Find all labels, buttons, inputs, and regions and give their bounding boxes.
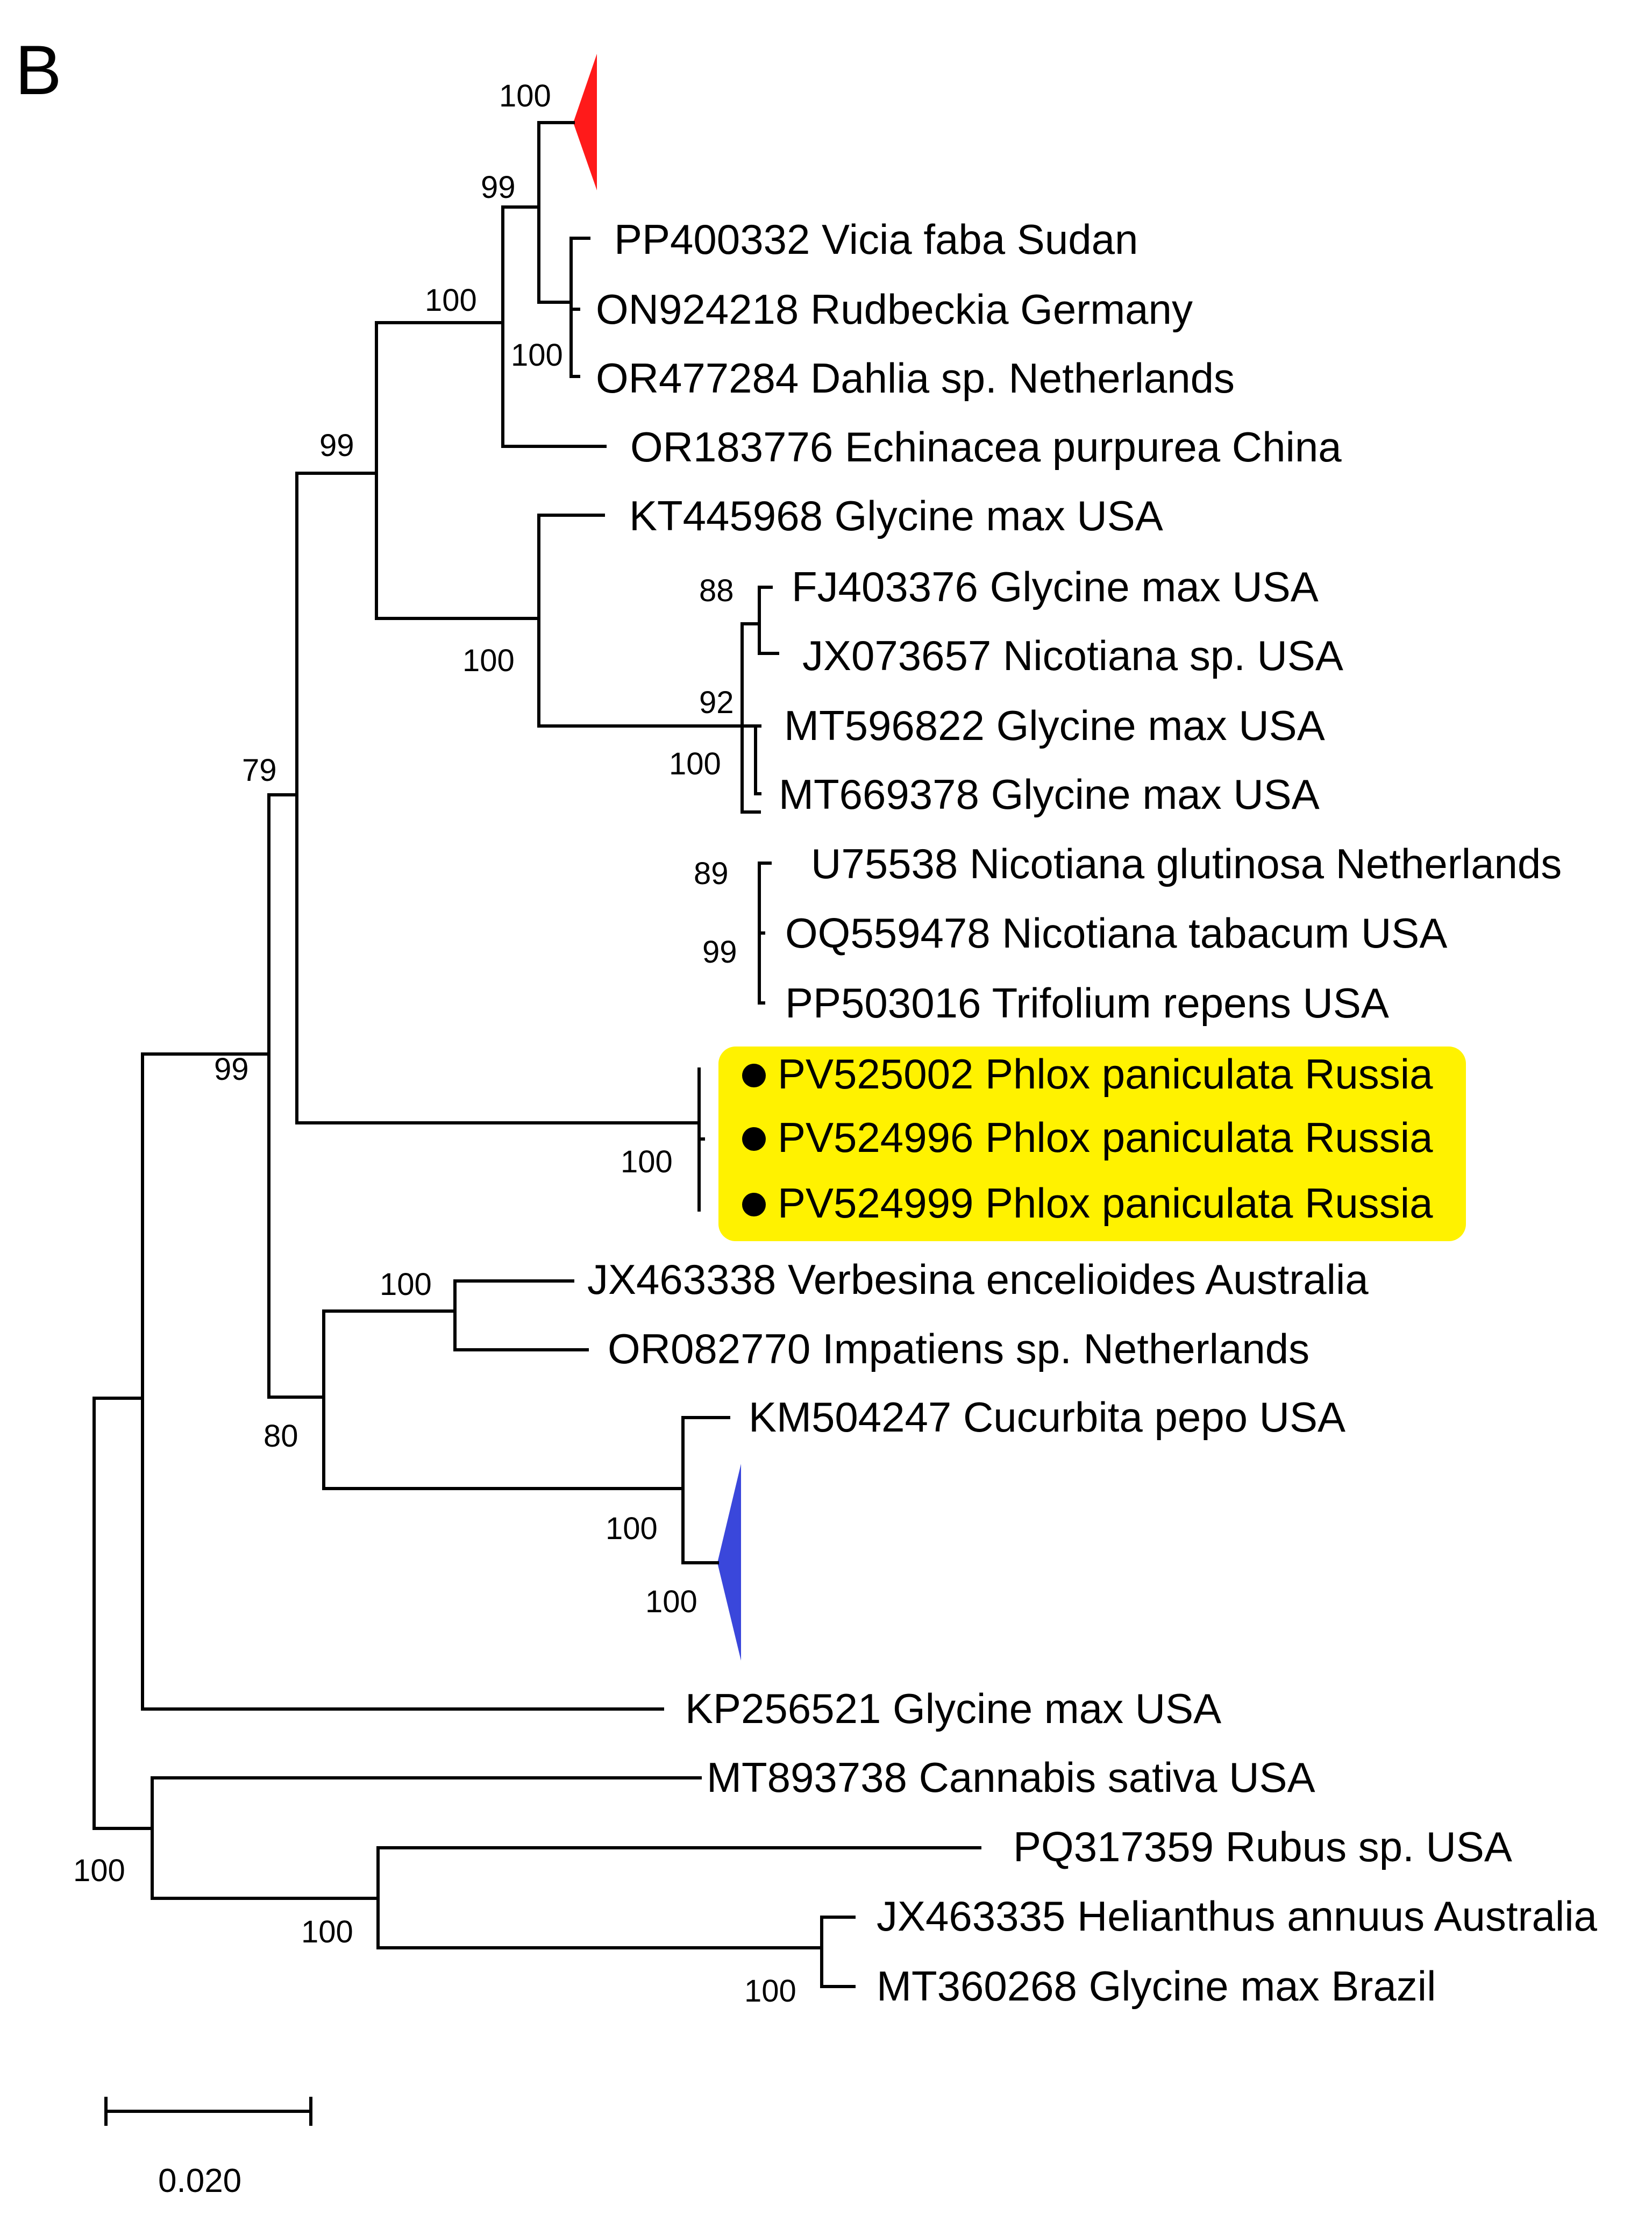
bootstrap-value: 79: [242, 753, 277, 788]
taxon-labels: PP400332 Vicia faba Sudan ON924218 Rudbe…: [587, 216, 1598, 2010]
highlight-box: [718, 1047, 1466, 1241]
bootstrap-value: 92: [699, 685, 734, 720]
taxon-label: OQ559478 Nicotiana tabacum USA: [785, 909, 1447, 957]
bootstrap-value: 88: [699, 573, 734, 608]
bootstrap-value: 100: [73, 1853, 125, 1888]
taxon-label: PP400332 Vicia faba Sudan: [614, 216, 1138, 263]
panel-label: B: [15, 31, 62, 109]
taxon-label-highlighted: PV524999 Phlox paniculata Russia: [778, 1179, 1433, 1227]
taxon-label: OR183776 Echinacea purpurea China: [630, 423, 1342, 471]
taxon-label: MT893738 Cannabis sativa USA: [707, 1754, 1315, 1801]
taxon-label: KM504247 Cucurbita pepo USA: [749, 1393, 1345, 1441]
taxon-label: PQ317359 Rubus sp. USA: [1013, 1823, 1512, 1870]
taxon-label: JX073657 Nicotiana sp. USA: [802, 632, 1343, 679]
bootstrap-value: 99: [481, 170, 516, 205]
taxon-label: MT360268 Glycine max Brazil: [877, 1962, 1436, 2010]
bootstrap-value: 100: [606, 1511, 658, 1546]
bullet-marker: [742, 1193, 766, 1216]
taxon-label: JX463338 Verbesina encelioides Australia: [587, 1256, 1369, 1303]
bootstrap-value: 100: [669, 746, 721, 781]
bootstrap-value: 99: [319, 428, 354, 463]
scale-bar-label: 0.020: [158, 2162, 241, 2199]
collapsed-clade-blue-triangle: [717, 1464, 741, 1661]
collapsed-clade-red-triangle: [573, 54, 597, 190]
taxon-label: OR082770 Impatiens sp. Netherlands: [608, 1325, 1309, 1372]
tree-branches: [92, 121, 981, 1988]
taxon-label: KT445968 Glycine max USA: [629, 492, 1163, 539]
bootstrap-value: 99: [702, 935, 737, 970]
taxon-label: KP256521 Glycine max USA: [685, 1685, 1221, 1732]
bootstrap-value: 100: [462, 643, 515, 678]
scale-bar: 0.020: [104, 2097, 312, 2199]
bootstrap-value: 100: [511, 338, 563, 373]
taxon-label-highlighted: PV525002 Phlox paniculata Russia: [778, 1050, 1433, 1098]
bullet-marker: [742, 1127, 766, 1151]
bootstrap-values: 100 99 100 100 99 100 88 92 100 89 99 10…: [73, 79, 796, 2009]
taxon-label-highlighted: PV524996 Phlox paniculata Russia: [778, 1114, 1433, 1161]
bootstrap-value: 100: [645, 1584, 697, 1619]
bootstrap-value: 100: [621, 1144, 673, 1179]
bootstrap-value: 89: [694, 856, 729, 891]
taxon-label: U75538 Nicotiana glutinosa Netherlands: [811, 840, 1562, 887]
bootstrap-value: 100: [380, 1267, 432, 1302]
taxon-label: PP503016 Trifolium repens USA: [785, 979, 1389, 1027]
bootstrap-value: 100: [499, 79, 551, 113]
bootstrap-value: 100: [425, 283, 477, 318]
taxon-label: OR477284 Dahlia sp. Netherlands: [596, 354, 1235, 402]
taxon-label: FJ403376 Glycine max USA: [792, 563, 1319, 610]
bootstrap-value: 100: [744, 1974, 796, 2009]
taxon-label: MT669378 Glycine max USA: [779, 771, 1320, 818]
taxon-label: MT596822 Glycine max USA: [784, 702, 1325, 749]
bootstrap-value: 99: [214, 1052, 249, 1087]
bootstrap-value: 80: [264, 1419, 298, 1454]
taxon-label: JX463335 Helianthus annuus Australia: [877, 1892, 1598, 1940]
taxon-label: ON924218 Rudbeckia Germany: [596, 286, 1193, 333]
bootstrap-value: 100: [301, 1914, 353, 1949]
bullet-marker: [742, 1064, 766, 1087]
